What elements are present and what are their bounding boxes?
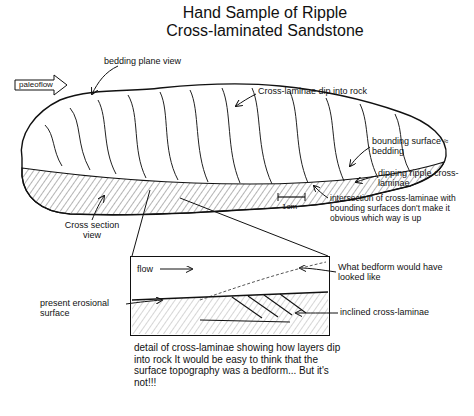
ripple-crests — [45, 88, 410, 184]
inclined-laminae — [200, 294, 306, 322]
set-boundary — [200, 320, 290, 322]
lamina-line — [248, 296, 278, 317]
crest-line — [222, 88, 240, 183]
caption-note: detail of cross-laminae showing how laye… — [134, 342, 346, 388]
annotation: Cross-laminae dip into rock — [258, 86, 388, 96]
annotation: What bedform would have looked like — [338, 262, 448, 283]
lamina-line — [264, 295, 292, 315]
leader-line — [350, 147, 370, 166]
crest-line — [98, 100, 116, 174]
zoom-line — [180, 198, 328, 256]
crest-line — [70, 108, 90, 170]
leader-line — [92, 66, 118, 94]
annotation: bounding surface ≈ bedding — [372, 136, 468, 157]
leader-line — [300, 268, 336, 272]
diagram-title: Hand Sample of Ripple Cross-laminated Sa… — [160, 4, 370, 41]
node-text: paleoflow — [15, 80, 57, 89]
annotation: Cross section view — [62, 220, 122, 241]
arrow-shape — [15, 75, 67, 95]
crest-line — [326, 98, 344, 181]
leader-line — [92, 196, 104, 220]
erosional-surface — [132, 292, 328, 300]
laminae-fill — [132, 292, 328, 334]
crest-line — [252, 88, 272, 184]
zoom-line — [132, 190, 150, 256]
scale-tick — [278, 193, 279, 201]
flow-arrow — [160, 269, 192, 270]
lamina-line — [232, 297, 262, 318]
node-text: flow — [137, 264, 177, 274]
crest-line — [290, 92, 308, 183]
annotation: intersection of cross-laminae with bound… — [330, 194, 472, 223]
annotation: 1cm — [282, 202, 312, 211]
leader-line — [314, 186, 328, 198]
annotation: present erosional surface — [40, 298, 128, 319]
crest-line — [190, 90, 208, 182]
annotation: dipping ripple cross-laminae — [378, 168, 472, 189]
leader-line — [236, 94, 256, 106]
annotation: bedding plane view — [104, 56, 194, 66]
scale-tick — [305, 193, 306, 201]
crest-line — [160, 92, 178, 180]
annotation: inclined cross-laminae — [340, 307, 450, 317]
paleoflow-arrow: paleoflow — [14, 74, 68, 96]
leaders — [92, 66, 376, 313]
crest-line — [128, 95, 146, 178]
lamina-line — [280, 294, 306, 313]
detail-inset-box: flow — [130, 256, 330, 336]
leader-line — [356, 176, 376, 182]
crest-line — [45, 125, 62, 166]
scale-bar — [278, 196, 305, 197]
